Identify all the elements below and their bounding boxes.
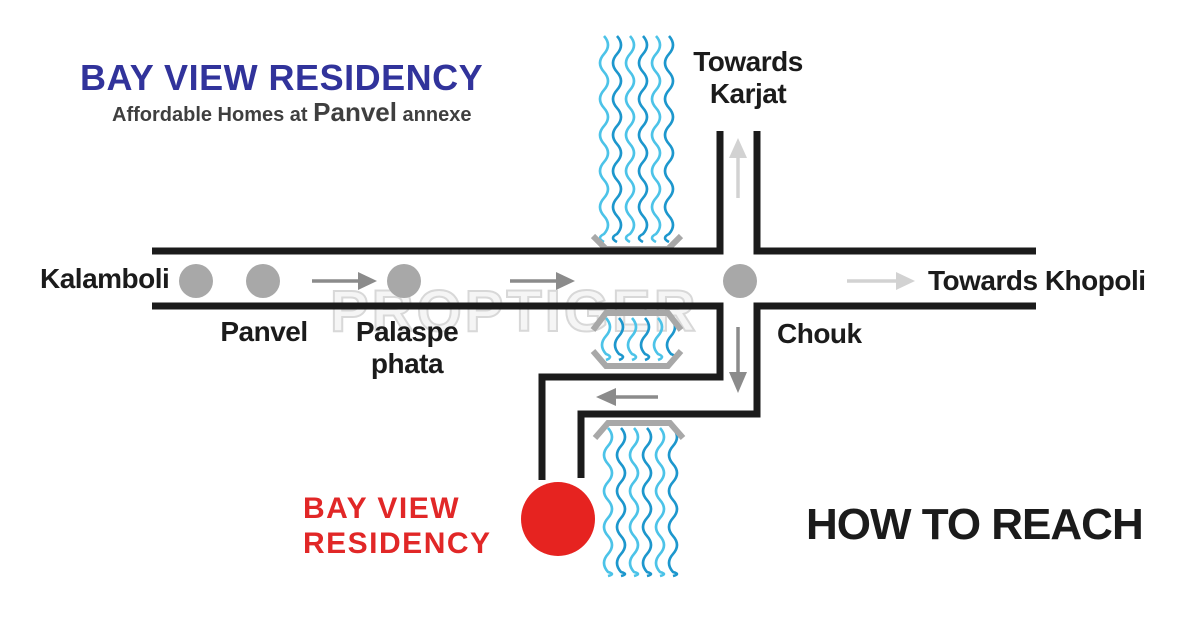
label-kalamboli: Kalamboli bbox=[40, 263, 170, 294]
road-edge-southwest-to-residency bbox=[152, 302, 724, 480]
river-wave-line bbox=[624, 35, 636, 244]
river-wave-line bbox=[667, 427, 679, 578]
stop-dot-palaspe-phata bbox=[387, 264, 421, 298]
road-edge-northwest bbox=[152, 131, 724, 255]
road-edge-northeast bbox=[753, 131, 1036, 255]
river-middle bbox=[600, 317, 677, 362]
river-wave-line bbox=[639, 317, 651, 362]
river-wave-line bbox=[615, 427, 627, 578]
river-wave-line bbox=[641, 427, 653, 578]
stop-dot-panvel bbox=[246, 264, 280, 298]
arrow-right-palaspe-to-chouk bbox=[510, 272, 575, 290]
river-wave-line bbox=[652, 317, 664, 362]
bridge-below-main-road bbox=[590, 310, 684, 332]
river-wave-line bbox=[611, 35, 623, 244]
arrow-down-chouk-road bbox=[729, 327, 747, 393]
label-palaspe-phata: Palaspe phata bbox=[350, 316, 464, 380]
arrow-up-towards-karjat bbox=[729, 138, 747, 198]
road-edge-southeast-to-residency bbox=[577, 302, 1036, 478]
label-chouk: Chouk bbox=[777, 318, 862, 349]
river-wave-line bbox=[600, 317, 612, 362]
river-wave-line bbox=[613, 317, 625, 362]
how-to-reach-heading: HOW TO REACH bbox=[806, 500, 1144, 549]
label-towards-karjat: Towards Karjat bbox=[688, 46, 808, 110]
logo-subtitle-prefix: Affordable Homes at bbox=[112, 104, 314, 126]
arrow-right-panvel-to-palaspe bbox=[312, 272, 377, 290]
stop-dot-kalamboli bbox=[179, 264, 213, 298]
bridge-above-branch-road bbox=[590, 349, 684, 369]
river-wave-line bbox=[637, 35, 649, 244]
label-karjat-line1: Towards bbox=[693, 46, 803, 77]
river-wave-line bbox=[663, 35, 675, 244]
label-destination-line2: RESIDENCY bbox=[303, 527, 492, 560]
logo-subtitle-brand: Panvel bbox=[313, 97, 397, 127]
label-panvel: Panvel bbox=[220, 316, 308, 347]
label-palaspe-line1: Palaspe bbox=[355, 316, 459, 347]
river-lower bbox=[602, 427, 679, 578]
river-wave-line bbox=[650, 35, 662, 244]
river-wave-line bbox=[598, 35, 610, 244]
label-palaspe-line2: phata bbox=[370, 348, 444, 379]
bridge-below-branch-road bbox=[592, 420, 686, 440]
arrow-right-towards-khopoli bbox=[847, 272, 915, 290]
logo-subtitle-suffix: annexe bbox=[396, 104, 472, 126]
label-destination-line1: BAY VIEW bbox=[303, 492, 461, 525]
river-wave-line bbox=[626, 317, 638, 362]
destination-marker bbox=[521, 482, 595, 556]
arrow-left-branch-to-residency bbox=[596, 388, 658, 406]
stop-dot-chouk bbox=[723, 264, 757, 298]
river-wave-line bbox=[654, 427, 666, 578]
river-wave-line bbox=[602, 427, 614, 578]
river-upper bbox=[598, 35, 675, 244]
logo-title: BAY VIEW RESIDENCY bbox=[80, 57, 484, 98]
label-towards-khopoli: Towards Khopoli bbox=[928, 265, 1146, 296]
river-wave-line bbox=[628, 427, 640, 578]
logo-subtitle: Affordable Homes at Panvel annexe bbox=[112, 97, 471, 128]
label-karjat-line2: Karjat bbox=[709, 78, 787, 109]
label-destination: BAY VIEW RESIDENCY bbox=[303, 491, 492, 561]
